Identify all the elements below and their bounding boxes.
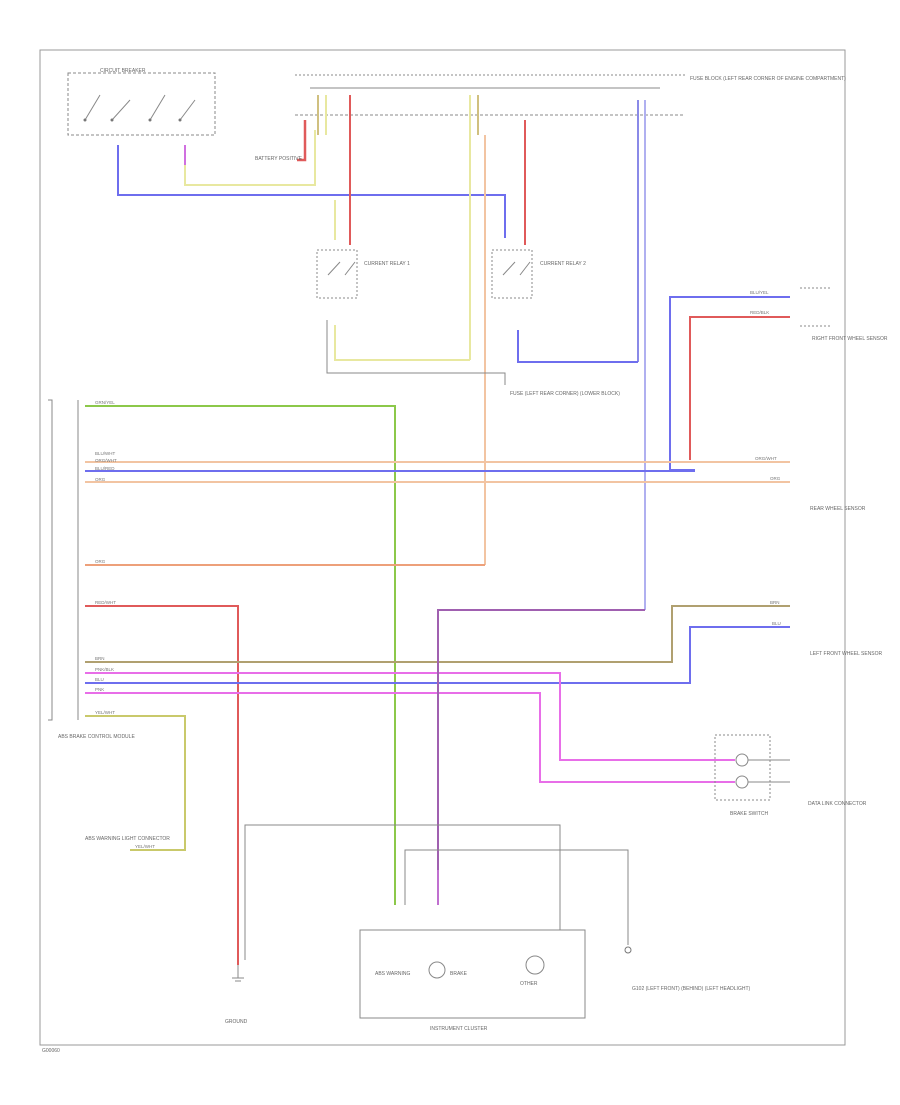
svg-text:BLU: BLU bbox=[772, 621, 781, 626]
svg-text:CURRENT RELAY 2: CURRENT RELAY 2 bbox=[540, 261, 586, 267]
svg-text:DATA LINK CONNECTOR: DATA LINK CONNECTOR bbox=[808, 801, 867, 807]
svg-text:YEL/WHT: YEL/WHT bbox=[135, 844, 155, 849]
instrument-cluster: ABS WARNING BRAKE OTHER INSTRUMENT CLUST… bbox=[359, 929, 586, 1032]
svg-text:YEL/WHT: YEL/WHT bbox=[95, 710, 115, 715]
brake-switch: BRAKE SWITCH bbox=[714, 734, 771, 817]
svg-text:ORG: ORG bbox=[770, 476, 781, 481]
svg-text:RED/WHT: RED/WHT bbox=[95, 600, 116, 605]
wire-red-wht bbox=[85, 605, 239, 965]
svg-text:ABS WARNING: ABS WARNING bbox=[375, 971, 410, 977]
cluster-label: INSTRUMENT CLUSTER bbox=[430, 1026, 488, 1032]
svg-text:BRN: BRN bbox=[95, 656, 105, 661]
wire-olive bbox=[85, 715, 186, 851]
svg-text:BRAKE: BRAKE bbox=[450, 971, 468, 977]
svg-text:BLU: BLU bbox=[95, 677, 104, 682]
ground-symbol: GROUND bbox=[225, 965, 248, 1025]
svg-text:BLU/YEL: BLU/YEL bbox=[750, 290, 769, 295]
svg-text:PNK: PNK bbox=[95, 687, 104, 692]
wire-red-battery bbox=[297, 120, 307, 162]
svg-text:ORG: ORG bbox=[95, 477, 106, 482]
svg-text:RIGHT FRONT WHEEL SENSOR: RIGHT FRONT WHEEL SENSOR bbox=[812, 336, 888, 342]
svg-text:GROUND: GROUND bbox=[225, 1019, 248, 1025]
svg-text:REAR WHEEL SENSOR: REAR WHEEL SENSOR bbox=[810, 506, 866, 512]
svg-text:BLU/WHT: BLU/WHT bbox=[95, 451, 116, 456]
svg-text:BATTERY POSITIVE: BATTERY POSITIVE bbox=[255, 156, 303, 162]
wire-blu-rf bbox=[669, 296, 790, 471]
svg-text:ABS WARNING LIGHT CONNECTOR: ABS WARNING LIGHT CONNECTOR bbox=[85, 836, 170, 842]
abs-module-connector: ABS BRAKE CONTROL MODULE bbox=[48, 399, 135, 740]
svg-text:ABS BRAKE CONTROL MODULE: ABS BRAKE CONTROL MODULE bbox=[58, 734, 135, 740]
diagram-frame bbox=[39, 49, 846, 1046]
wire-brown bbox=[85, 605, 790, 663]
svg-text:BRAKE SWITCH: BRAKE SWITCH bbox=[730, 811, 768, 817]
circuit-breaker: CIRCUIT BREAKER bbox=[67, 68, 216, 136]
svg-text:LEFT FRONT WHEEL SENSOR: LEFT FRONT WHEEL SENSOR bbox=[810, 651, 883, 657]
svg-text:RED/BLK: RED/BLK bbox=[750, 310, 769, 315]
wire-blue-lf bbox=[85, 626, 790, 684]
relay-2: CURRENT RELAY 2 bbox=[491, 249, 586, 299]
svg-text:ORG/WHT: ORG/WHT bbox=[755, 456, 777, 461]
svg-text:ORG/WHT: ORG/WHT bbox=[95, 458, 117, 463]
circuit-breaker-label: CIRCUIT BREAKER bbox=[100, 68, 146, 74]
svg-text:PNK/BLK: PNK/BLK bbox=[95, 667, 114, 672]
svg-text:G102 (LEFT FRONT) (BEHIND) (LE: G102 (LEFT FRONT) (BEHIND) (LEFT HEADLIG… bbox=[632, 986, 750, 992]
wire-purple bbox=[437, 609, 645, 905]
wire-blue-cb bbox=[117, 145, 506, 238]
wire-green bbox=[85, 405, 396, 905]
wire-red-rf bbox=[689, 316, 790, 460]
relay-1: CURRENT RELAY 1 bbox=[316, 249, 410, 299]
svg-text:CURRENT RELAY 1: CURRENT RELAY 1 bbox=[364, 261, 410, 267]
svg-text:ORG: ORG bbox=[95, 559, 106, 564]
fuse-block: FUSE BLOCK (LEFT REAR CORNER OF ENGINE C… bbox=[295, 74, 846, 116]
svg-text:GRN/YEL: GRN/YEL bbox=[95, 400, 115, 405]
wire-magenta-2 bbox=[85, 692, 735, 783]
fuse-block-label: FUSE BLOCK (LEFT REAR CORNER OF ENGINE C… bbox=[690, 76, 846, 82]
figure-code: G00060 bbox=[42, 1048, 60, 1054]
wire-magenta-1 bbox=[85, 672, 735, 761]
svg-text:FUSE (LEFT REAR CORNER) (LOWER: FUSE (LEFT REAR CORNER) (LOWER BLOCK) bbox=[510, 391, 620, 397]
svg-text:OTHER: OTHER bbox=[520, 981, 538, 987]
svg-text:BRN: BRN bbox=[770, 600, 780, 605]
svg-text:BLU/RED: BLU/RED bbox=[95, 466, 115, 471]
wire-yellow-cb bbox=[184, 130, 316, 186]
